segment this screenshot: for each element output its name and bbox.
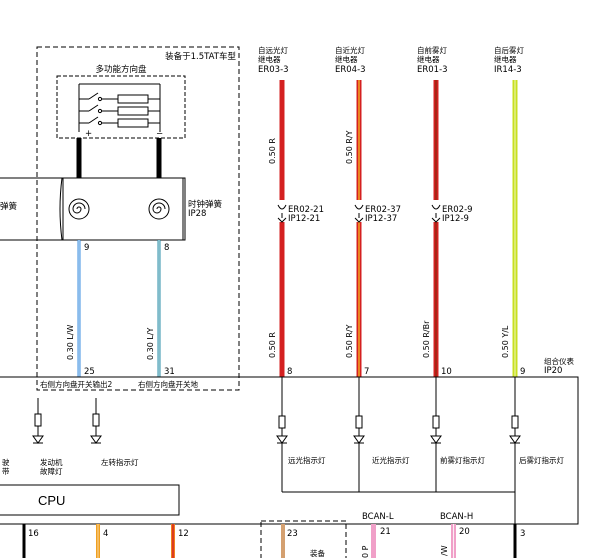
relay-4-wire-bottom: 0.50 Y/L (501, 325, 510, 358)
inline-connector-1 (276, 200, 288, 223)
bottom-wire-p: 0 P (361, 545, 370, 558)
clockspring-pin-right: 8 (164, 243, 169, 253)
relay-2-conn2: IP12-37 (365, 214, 397, 224)
clockspring-label: 时钟弹簧 (188, 199, 223, 210)
relay-1-conn1: ER02-21 (288, 205, 324, 215)
clockspring-symbol (0, 177, 186, 241)
relay-4-type: 继电器 (494, 54, 517, 64)
relay-1-conn2: IP12-21 (288, 214, 320, 224)
lamp-label-2: 近光指示灯 (372, 455, 410, 465)
switch-minus-label: − (156, 129, 163, 139)
relay-1-name: 自远光灯 (258, 45, 288, 55)
cluster-lamp-stub-1: 驶 (2, 457, 10, 467)
relay-3-type: 继电器 (417, 54, 440, 64)
relay-1-type: 继电器 (258, 54, 281, 64)
relay-4-name: 自后雾灯 (494, 45, 524, 55)
relay-4-code: IR14-3 (494, 65, 522, 75)
lamp-label-3: 前雾灯指示灯 (440, 455, 485, 465)
relay-4-pin: 9 (520, 367, 525, 377)
clockspring-code: IP28 (188, 209, 206, 219)
cluster-lamp-stub-2: 带 (2, 467, 10, 476)
cpu-block (0, 484, 180, 516)
relay-3-conn1: ER02-9 (442, 205, 473, 215)
clockspring-pin-left: 9 (84, 243, 89, 253)
lamp-label-4: 后雾灯指示灯 (519, 455, 564, 465)
bottom-dashed-box (260, 520, 347, 558)
engine-lamp-label-1: 发动机 (40, 457, 63, 467)
cpu-label: CPU (38, 493, 65, 508)
relay-2-name: 自近光灯 (335, 45, 365, 55)
inline-connector-2 (353, 200, 365, 223)
relay-2-wire-top: 0.50 R/Y (345, 130, 354, 164)
relay-2-type: 继电器 (335, 54, 358, 64)
lamp-label-1: 远光指示灯 (288, 455, 326, 465)
relay-1-pin: 8 (287, 367, 292, 377)
relay-3-conn2: IP12-9 (442, 214, 469, 224)
switch-symbol (56, 75, 186, 139)
wire-w1-spec: 0.30 L/W (66, 324, 75, 360)
bottom-wire-vw: /W (440, 545, 449, 556)
relay-1-code: ER03-3 (258, 65, 289, 75)
bcan-h-label: BCAN-H (440, 512, 473, 522)
inline-connector-3 (430, 200, 442, 223)
wire-relay-1 (279, 80, 285, 377)
cluster-switch-input-left: 右侧方向盘开关输出2 (40, 379, 112, 389)
option-box-label: 装备于1.5TAT车型 (165, 51, 236, 62)
engine-lamp-label-2: 故障灯 (40, 466, 63, 476)
relay-1-wire-bottom: 0.50 R (268, 332, 277, 358)
relay-1-wire-top: 0.50 R (268, 138, 277, 164)
wire-w1-pin: 25 (84, 367, 95, 377)
instrument-cluster-box (0, 376, 579, 525)
wire-w2-pin: 31 (164, 367, 175, 377)
wire-w2-spec: 0.30 L/Y (146, 327, 155, 360)
bottom-pin-4: 23 (287, 529, 298, 539)
bottom-pin-6: 20 (459, 527, 470, 537)
relay-2-code: ER04-3 (335, 65, 366, 75)
relay-3-pin: 10 (441, 367, 452, 377)
cluster-code: IP20 (544, 366, 562, 376)
cluster-label: 组合仪表 (544, 356, 574, 366)
bottom-pin-1: 16 (28, 529, 39, 539)
relay-3-code: ER01-3 (417, 65, 448, 75)
indicator-lamps (276, 377, 521, 524)
relay-3-name: 自前雾灯 (417, 45, 447, 55)
turn-lamp-label: 左转指示灯 (101, 457, 139, 467)
cluster-switch-input-right: 右侧方向盘开关地 (138, 379, 198, 389)
cluster-left-internals (32, 398, 102, 444)
bottom-pin-5: 21 (380, 527, 391, 537)
bottom-box-label: 装备 (310, 548, 325, 558)
bcan-l-label: BCAN-L (362, 512, 394, 522)
switch-plus-label: + (85, 129, 92, 139)
switch-label: 多功能方向盘 (95, 64, 147, 75)
bottom-pin-7: 3 (520, 529, 525, 539)
relay-2-wire-bottom: 0.50 R/Y (345, 324, 354, 358)
clockspring-left-label: 弹簧 (0, 201, 18, 212)
relay-2-conn1: ER02-37 (365, 205, 401, 215)
option-dashed-box (36, 46, 240, 391)
relay-2-pin: 7 (364, 367, 369, 377)
bottom-pin-2: 4 (103, 529, 108, 539)
relay-3-wire-bottom: 0.50 R/Br (422, 320, 431, 358)
bottom-pin-3: 12 (178, 529, 189, 539)
